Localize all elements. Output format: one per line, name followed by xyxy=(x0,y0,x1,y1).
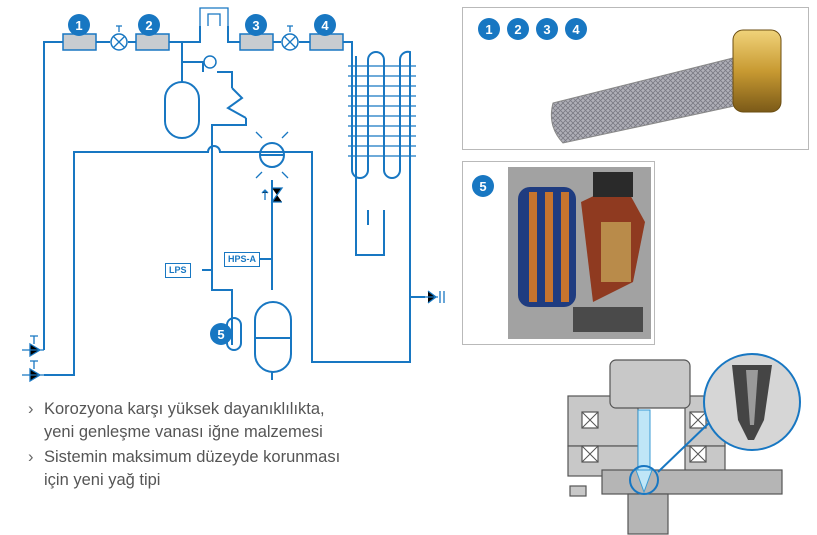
badge-1: 1 xyxy=(68,14,90,36)
second-left-pipe xyxy=(44,145,411,376)
bullet-item-2: › Sistemin maksimum düzeyde korunması iç… xyxy=(28,446,428,492)
bullet-item-1: › Korozyona karşı yüksek dayanıklılıkta,… xyxy=(28,398,428,444)
photo-badge-5: 5 xyxy=(472,175,494,197)
receiver-tank xyxy=(164,81,200,139)
bullet-2-line-1: Sistemin maksimum düzeyde korunması xyxy=(44,448,341,466)
chevron-icon: › xyxy=(28,400,34,418)
hps-label: HPS-A xyxy=(224,252,261,267)
filter-3-box xyxy=(239,33,274,51)
needle-highlight-circle xyxy=(629,465,659,495)
bullet-1-line-2: yeni genleşme vanası iğne malzemesi xyxy=(44,423,323,441)
check-valve-icon xyxy=(425,290,445,304)
badge-5: 5 xyxy=(210,323,232,345)
strainer-image xyxy=(550,29,782,144)
filter-4-box xyxy=(309,33,344,51)
photo-badge-4: 4 xyxy=(565,18,587,40)
bullet-2-line-2: için yeni yağ tipi xyxy=(44,471,161,489)
lps-label: LPS xyxy=(165,263,191,278)
valve-cutaway-image xyxy=(508,167,651,339)
top-mid-pipe xyxy=(182,26,240,43)
service-valve-1-icon xyxy=(22,335,44,358)
photo-badge-1: 1 xyxy=(478,18,500,40)
chevron-icon: › xyxy=(28,448,34,466)
solenoid-valve-icon xyxy=(203,55,217,69)
condenser-coil xyxy=(351,50,411,260)
bullet-1-line-1: Korozyona karşı yüksek dayanıklılıkta, xyxy=(44,400,325,418)
service-valve-2-icon xyxy=(22,360,44,383)
feature-bullet-list: › Korozyona karşı yüksek dayanıklılıkta,… xyxy=(28,398,428,494)
filter-2-box xyxy=(135,33,170,51)
expansion-valve-section-diagram xyxy=(567,353,801,535)
filter-1-box xyxy=(62,33,97,51)
left-riser-pipe xyxy=(43,41,63,350)
badge-3: 3 xyxy=(245,14,267,36)
expansion-valve-coil xyxy=(226,87,247,119)
suction-line xyxy=(211,118,247,345)
valve-cutaway-photo xyxy=(462,161,655,345)
pressure-switch-icon xyxy=(199,7,229,26)
photo-badge-3: 3 xyxy=(536,18,558,40)
photo-badge-2: 2 xyxy=(507,18,529,40)
badge-2: 2 xyxy=(138,14,160,36)
badge-4: 4 xyxy=(314,14,336,36)
